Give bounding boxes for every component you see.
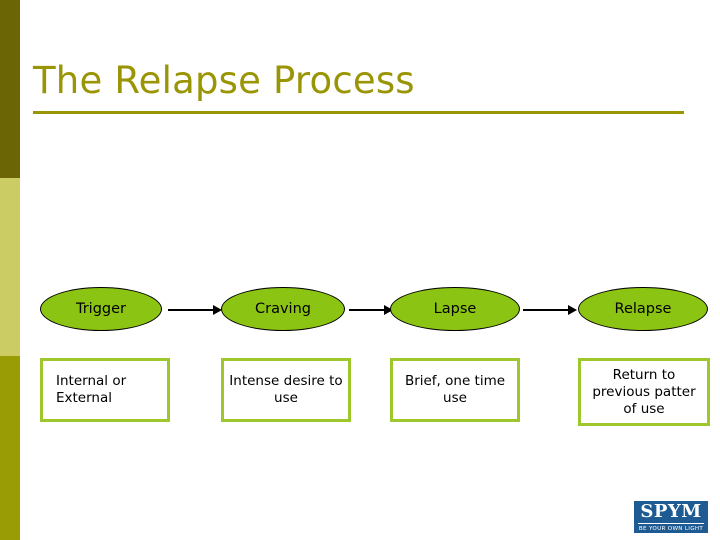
stage-description-box-lapse: Brief, one time use <box>390 358 520 422</box>
stage-ellipse-relapse: Relapse <box>578 287 708 331</box>
stage-description-box-trigger: Internal or External <box>40 358 170 422</box>
stage-description: Intense desire to use <box>229 373 343 406</box>
stage-ellipse-craving: Craving <box>221 287 345 331</box>
arrow-head-icon <box>384 305 393 315</box>
connector-arrow-craving-to-lapse <box>349 305 393 315</box>
page-title: The Relapse Process <box>33 59 415 102</box>
stage-description: Return to previous patter of use <box>592 366 696 417</box>
logo-tagline: BE YOUR OWN LIGHT <box>638 526 704 532</box>
title-underline-rule <box>33 111 684 114</box>
stage-description: Internal or External <box>56 373 127 406</box>
stage-label: Lapse <box>433 301 477 317</box>
connector-arrow-trigger-to-craving <box>168 305 222 315</box>
stage-ellipse-lapse: Lapse <box>390 287 520 331</box>
stage-description: Brief, one time use <box>404 373 506 406</box>
logo-wordmark: SPYM <box>640 501 702 522</box>
arrow-line <box>523 309 569 311</box>
stage-description-box-relapse: Return to previous patter of use <box>578 358 710 426</box>
logo-divider <box>638 523 704 524</box>
arrow-line <box>349 309 385 311</box>
stage-label: Craving <box>255 301 311 317</box>
arrow-head-icon <box>568 305 577 315</box>
connector-arrow-lapse-to-relapse <box>523 305 577 315</box>
stage-label: Trigger <box>75 301 126 317</box>
sidebar-band-dark-olive <box>0 0 20 178</box>
arrow-head-icon <box>213 305 222 315</box>
arrow-line <box>168 309 214 311</box>
sidebar-band-bright-olive <box>0 356 20 540</box>
sidebar-band-pale-olive <box>0 178 20 356</box>
stage-description-box-craving: Intense desire to use <box>221 358 351 422</box>
spym-logo: SPYM BE YOUR OWN LIGHT <box>634 501 708 533</box>
stage-label: Relapse <box>614 301 672 317</box>
decorative-sidebar <box>0 0 20 540</box>
stage-ellipse-trigger: Trigger <box>40 287 162 331</box>
